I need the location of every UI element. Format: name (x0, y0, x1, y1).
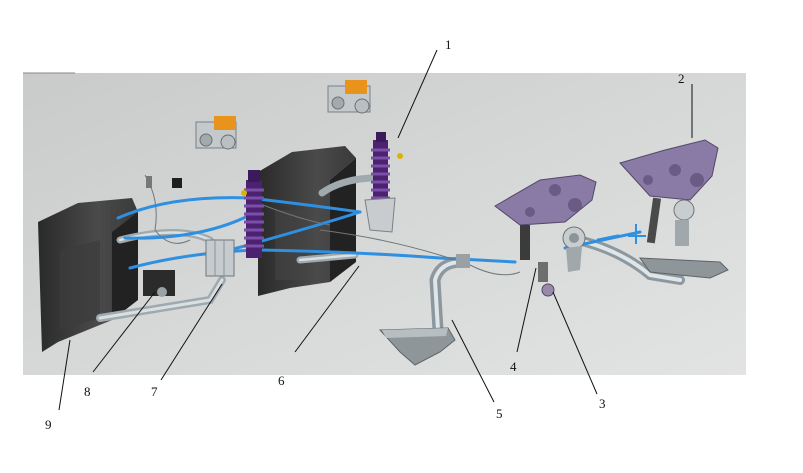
mounting-bracket-left (195, 116, 237, 150)
callout-6: 6 (278, 373, 285, 388)
callout-labels: 1 2 3 4 5 6 7 8 9 (45, 37, 685, 432)
middle-footrest-panel (258, 146, 356, 296)
callout-5: 5 (496, 406, 503, 421)
callout-9: 9 (45, 417, 52, 432)
callout-3: 3 (599, 396, 606, 411)
callout-1: 1 (445, 37, 452, 52)
small-device-top (146, 176, 182, 188)
callout-4: 4 (510, 359, 517, 374)
shock-absorber-left (241, 170, 264, 258)
pedal-bracket-2 (619, 139, 729, 279)
callout-2: 2 (678, 71, 685, 86)
leader-lines (58, 49, 693, 411)
callout-8: 8 (84, 384, 91, 399)
accelerator-pedal-5 (378, 254, 470, 366)
mounting-bracket-right (327, 80, 371, 114)
shock-absorber-right (364, 132, 403, 233)
sensor-unit-8 (143, 270, 175, 297)
callout-7: 7 (151, 384, 158, 399)
pedal-bracket-4 (494, 174, 597, 297)
switch-unit-7 (205, 239, 235, 277)
